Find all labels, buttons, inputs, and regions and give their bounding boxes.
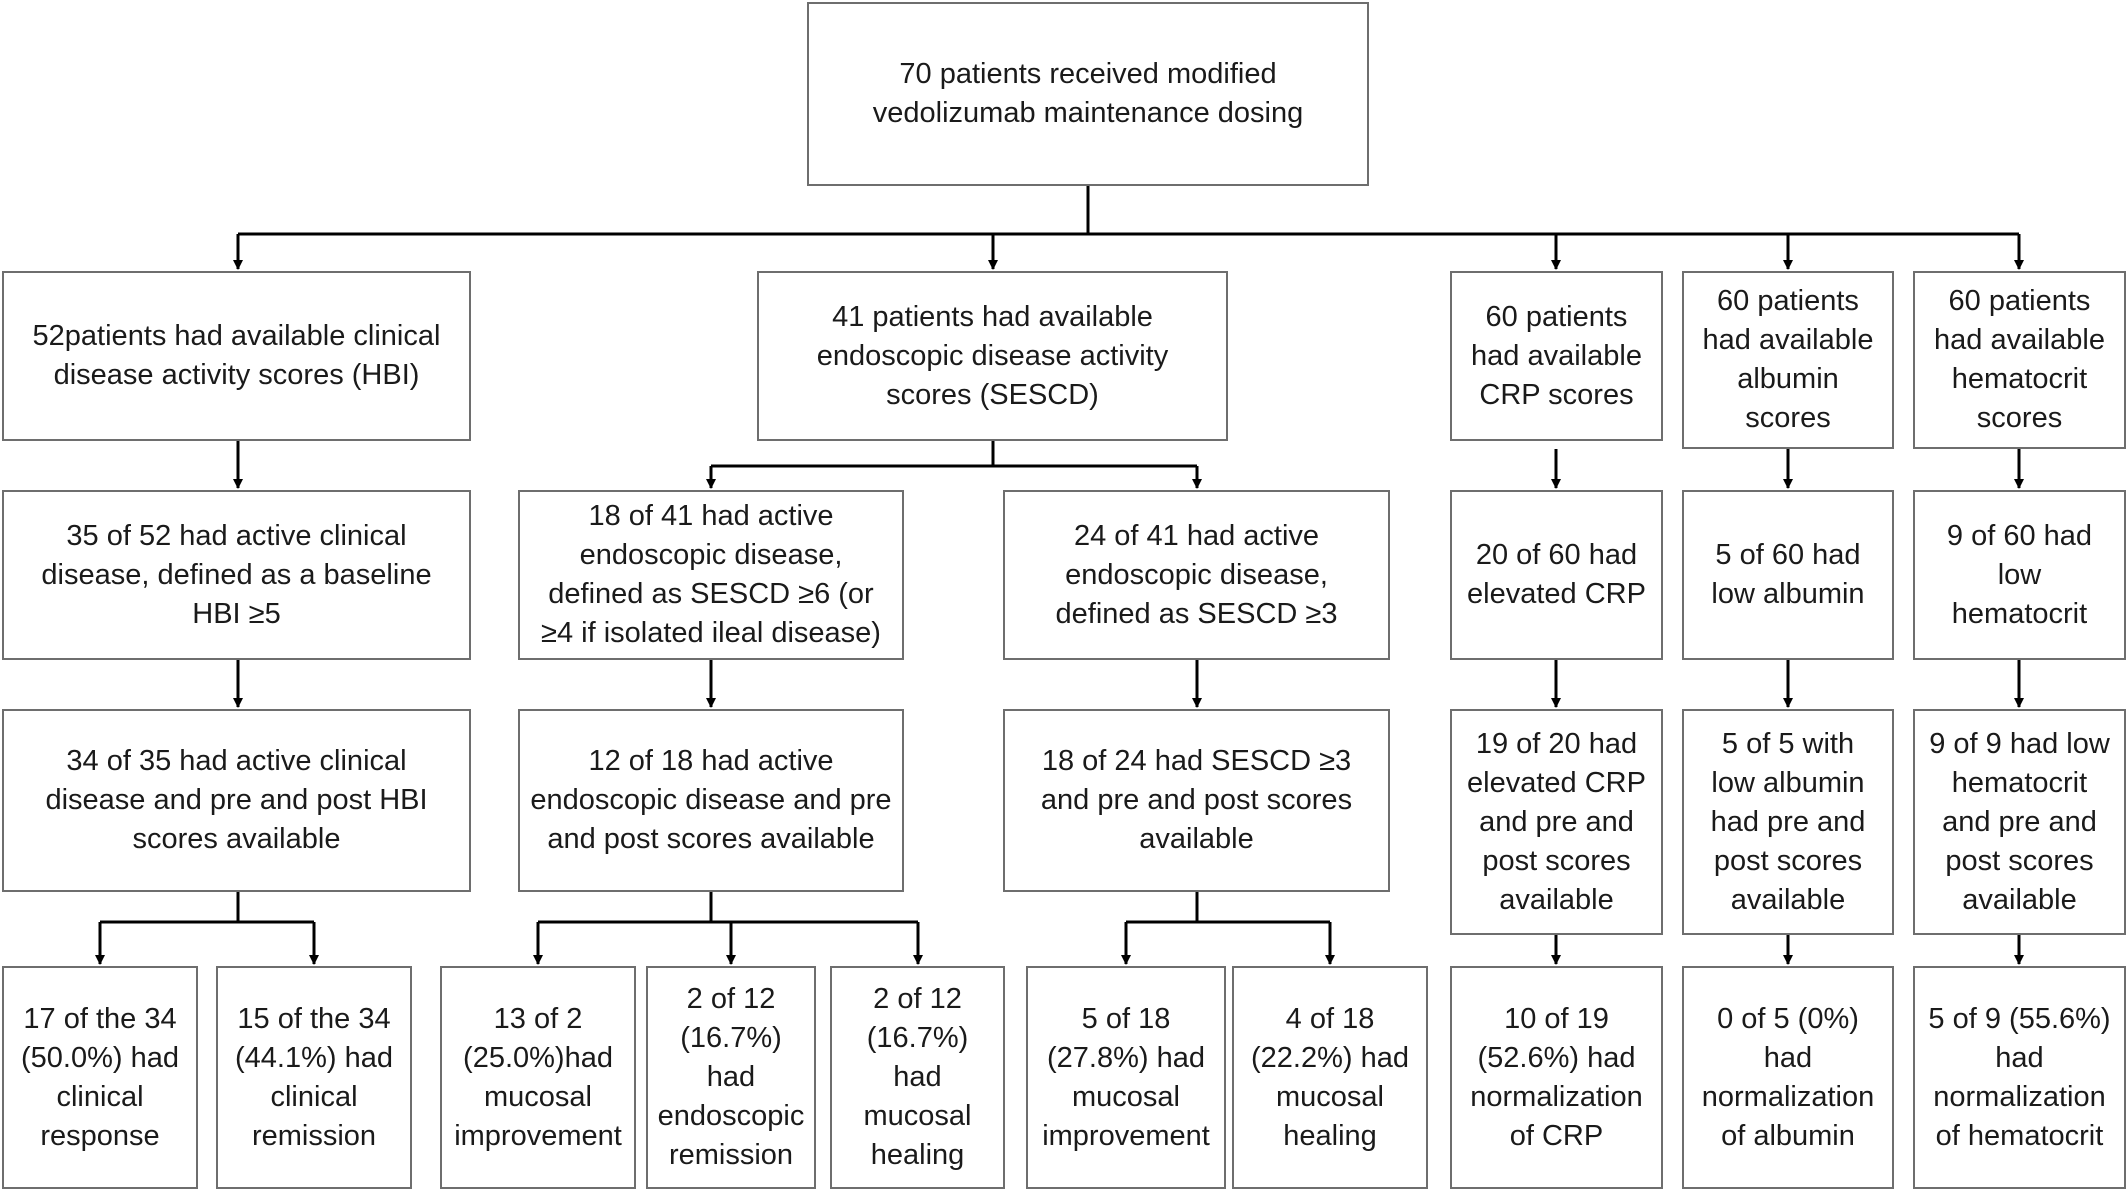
sescd-active-3-box: 24 of 41 had active endoscopic disease, …	[1003, 490, 1390, 660]
sescd-active-6-box: 18 of 41 had active endoscopic disease, …	[518, 490, 904, 660]
crp-elevated-text: 20 of 60 had elevated CRP	[1467, 539, 1646, 610]
clinical-response-text: 17 of the 34 (50.0%) had clinical respon…	[21, 1002, 179, 1152]
clinical-remission-text: 15 of the 34 (44.1%) had clinical remiss…	[235, 1002, 393, 1152]
albumin-low-text: 5 of 60 had low albumin	[1711, 539, 1865, 610]
sescd6-endoscopic-remission-text: 2 of 12 (16.7%) had endoscopic remission	[657, 983, 805, 1171]
root-box: 70 patients received modified vedolizuma…	[807, 2, 1369, 186]
hematocrit-available-box: 60 patients had available hematocrit sco…	[1913, 271, 2126, 449]
sescd6-mucosal-improvement-box: 13 of 2 (25.0%)had mucosal improvement	[440, 966, 636, 1189]
root-text: 70 patients received modified vedolizuma…	[872, 58, 1304, 129]
sescd-available-box: 41 patients had available endoscopic dis…	[757, 271, 1228, 441]
albumin-pre-post-text: 5 of 5 with low albumin had pre and post…	[1710, 727, 1866, 916]
albumin-normalization-box: 0 of 5 (0%) had normalization of albumin	[1682, 966, 1894, 1189]
albumin-pre-post-box: 5 of 5 with low albumin had pre and post…	[1682, 709, 1894, 935]
sescd6-pre-post-text: 12 of 18 had active endoscopic disease a…	[530, 745, 892, 855]
hematocrit-normalization-box: 5 of 9 (55.6%) had normalization of hema…	[1913, 966, 2126, 1189]
sescd-available-text: 41 patients had available endoscopic dis…	[816, 300, 1169, 411]
hematocrit-low-text: 9 of 60 had low hematocrit	[1946, 519, 2093, 630]
crp-elevated-box: 20 of 60 had elevated CRP	[1450, 490, 1663, 660]
sescd6-pre-post-box: 12 of 18 had active endoscopic disease a…	[518, 709, 904, 892]
albumin-available-box: 60 patients had available albumin scores	[1682, 271, 1894, 449]
crp-available-box: 60 patients had available CRP scores	[1450, 271, 1663, 441]
sescd6-mucosal-improvement-text: 13 of 2 (25.0%)had mucosal improvement	[454, 1002, 622, 1152]
crp-normalization-box: 10 of 19 (52.6%) had normalization of CR…	[1450, 966, 1663, 1189]
hematocrit-pre-post-box: 9 of 9 had low hematocrit and pre and po…	[1913, 709, 2126, 935]
sescd-active-3-text: 24 of 41 had active endoscopic disease, …	[1055, 519, 1338, 630]
albumin-normalization-text: 0 of 5 (0%) had normalization of albumin	[1701, 1002, 1875, 1152]
hematocrit-available-text: 60 patients had available hematocrit sco…	[1934, 285, 2105, 434]
hbi-pre-post-box: 34 of 35 had active clinical disease and…	[2, 709, 471, 892]
clinical-remission-box: 15 of the 34 (44.1%) had clinical remiss…	[216, 966, 412, 1189]
hematocrit-normalization-text: 5 of 9 (55.6%) had normalization of hema…	[1928, 1002, 2111, 1152]
sescd6-mucosal-healing-text: 2 of 12 (16.7%) had mucosal healing	[863, 983, 972, 1171]
sescd3-mucosal-improvement-box: 5 of 18 (27.8%) had mucosal improvement	[1026, 966, 1226, 1189]
hbi-active-text: 35 of 52 had active clinical disease, de…	[41, 519, 432, 630]
hematocrit-low-box: 9 of 60 had low hematocrit	[1913, 490, 2126, 660]
sescd3-mucosal-healing-box: 4 of 18 (22.2%) had mucosal healing	[1232, 966, 1428, 1189]
crp-normalization-text: 10 of 19 (52.6%) had normalization of CR…	[1470, 1002, 1643, 1152]
sescd3-pre-post-text: 18 of 24 had SESCD ≥3 and pre and post s…	[1040, 745, 1353, 855]
albumin-available-text: 60 patients had available albumin scores	[1702, 285, 1874, 434]
sescd3-pre-post-box: 18 of 24 had SESCD ≥3 and pre and post s…	[1003, 709, 1390, 892]
hbi-active-box: 35 of 52 had active clinical disease, de…	[2, 490, 471, 660]
clinical-response-box: 17 of the 34 (50.0%) had clinical respon…	[2, 966, 198, 1189]
crp-pre-post-box: 19 of 20 had elevated CRP and pre and po…	[1450, 709, 1663, 935]
hbi-pre-post-text: 34 of 35 had active clinical disease and…	[45, 745, 428, 855]
sescd3-mucosal-improvement-text: 5 of 18 (27.8%) had mucosal improvement	[1042, 1002, 1210, 1152]
crp-available-text: 60 patients had available CRP scores	[1471, 300, 1642, 411]
hbi-available-box: 52patients had available clinical diseas…	[2, 271, 471, 441]
hbi-available-text: 52patients had available clinical diseas…	[32, 320, 441, 391]
albumin-low-box: 5 of 60 had low albumin	[1682, 490, 1894, 660]
crp-pre-post-text: 19 of 20 had elevated CRP and pre and po…	[1467, 727, 1646, 916]
sescd3-mucosal-healing-text: 4 of 18 (22.2%) had mucosal healing	[1251, 1002, 1409, 1152]
sescd6-mucosal-healing-box: 2 of 12 (16.7%) had mucosal healing	[830, 966, 1005, 1189]
hematocrit-pre-post-text: 9 of 9 had low hematocrit and pre and po…	[1929, 727, 2110, 916]
sescd-active-6-text: 18 of 41 had active endoscopic disease, …	[541, 500, 881, 649]
sescd6-endoscopic-remission-box: 2 of 12 (16.7%) had endoscopic remission	[646, 966, 816, 1189]
